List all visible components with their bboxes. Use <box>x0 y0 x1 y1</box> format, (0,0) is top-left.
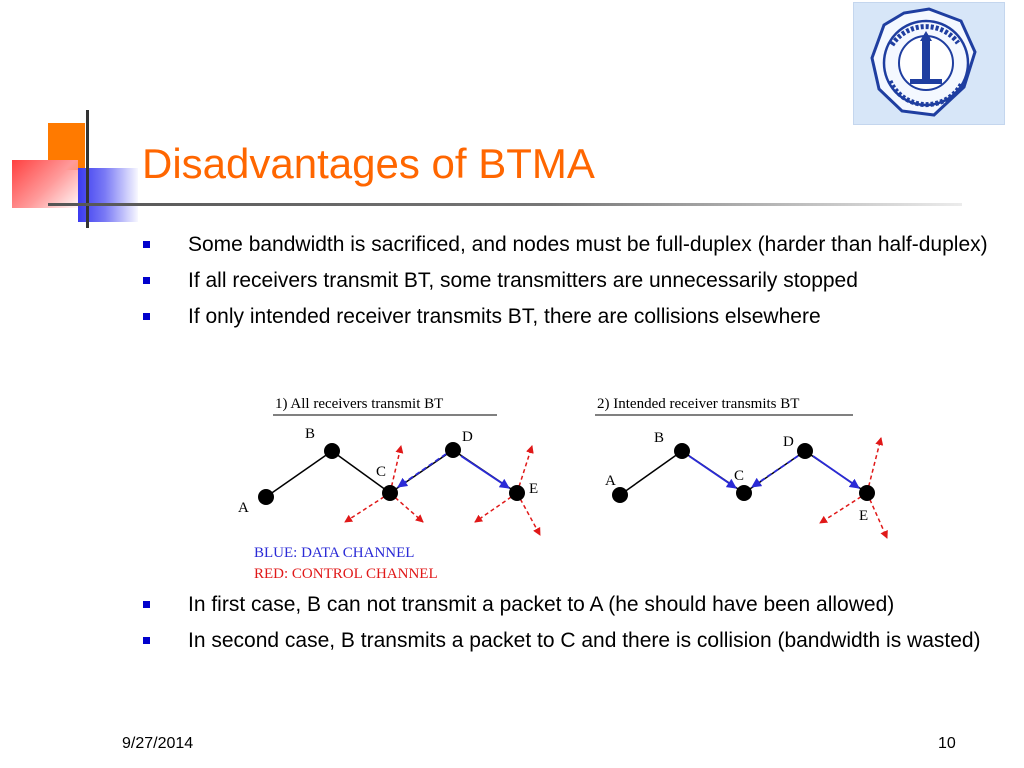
bullet-item: In first case, B can not transmit a pack… <box>143 592 988 618</box>
decor-red-gradient-square <box>12 160 78 208</box>
node-label-e: E <box>529 481 538 497</box>
control-arrow <box>474 492 518 523</box>
data-arrow-d-to-e <box>460 455 510 489</box>
page-number: 10 <box>938 735 956 752</box>
control-arrow <box>866 437 884 494</box>
node-d <box>797 443 813 459</box>
node-label-c: C <box>734 468 744 484</box>
node-label-c: C <box>376 464 386 480</box>
node-label-d: D <box>462 429 473 445</box>
bullet-list-bottom: In first case, B can not transmit a pack… <box>143 592 988 664</box>
bullet-marker <box>143 313 150 320</box>
bullet-text: In second case, B transmits a packet to … <box>188 629 981 652</box>
node-label-a: A <box>605 473 616 489</box>
decor-vertical-line <box>86 110 89 228</box>
node-label-b: B <box>305 426 315 442</box>
slide-title: Disadvantages of BTMA <box>142 140 595 187</box>
bullet-item: If all receivers transmit BT, some trans… <box>143 268 988 294</box>
node-c <box>736 485 752 501</box>
bullet-item: In second case, B transmits a packet to … <box>143 628 988 654</box>
bullet-text: If only intended receiver transmits BT, … <box>188 305 821 328</box>
node-label-a: A <box>238 500 249 516</box>
bullet-text: In first case, B can not transmit a pack… <box>188 593 895 616</box>
control-arrow <box>866 492 888 539</box>
node-e <box>509 485 525 501</box>
bullet-text: Some bandwidth is sacrificed, and nodes … <box>188 233 988 256</box>
data-arrow-d-to-e <box>812 455 860 489</box>
legend-blue: BLUE: DATA CHANNEL <box>254 545 414 561</box>
bullet-item: Some bandwidth is sacrificed, and nodes … <box>143 232 988 258</box>
data-arrow-b-to-c <box>688 455 737 489</box>
caption-panel-1: 1) All receivers transmit BT <box>275 396 443 412</box>
control-arrow <box>516 445 534 494</box>
bullet-marker <box>143 637 150 644</box>
bullet-item: If only intended receiver transmits BT, … <box>143 304 988 330</box>
btma-diagram: 1) All receivers transmit BT A B C D E B… <box>225 390 890 586</box>
node-e <box>859 485 875 501</box>
bullet-text: If all receivers transmit BT, some trans… <box>188 269 858 292</box>
node-a <box>612 487 628 503</box>
data-arrow-d-to-c <box>397 453 447 488</box>
legend-red: RED: CONTROL CHANNEL <box>254 566 438 582</box>
caption-panel-2: 2) Intended receiver transmits BT <box>597 396 799 412</box>
bullet-marker <box>143 241 150 248</box>
node-label-d: D <box>783 434 794 450</box>
control-arrow <box>389 445 404 494</box>
node-c <box>382 485 398 501</box>
control-arrow <box>819 492 868 524</box>
node-label-e: E <box>859 508 868 524</box>
node-b <box>324 443 340 459</box>
bullet-marker <box>143 601 150 608</box>
node-d <box>445 442 461 458</box>
title-underline <box>48 203 962 206</box>
node-b <box>674 443 690 459</box>
data-arrow-d-to-c <box>751 455 799 488</box>
bullet-marker <box>143 277 150 284</box>
university-seal-icon <box>870 7 977 117</box>
footer-date: 9/27/2014 <box>122 735 194 752</box>
node-label-b: B <box>654 430 664 446</box>
bullet-list-top: Some bandwidth is sacrificed, and nodes … <box>143 232 988 340</box>
control-arrow <box>344 492 391 523</box>
university-logo <box>853 2 1005 125</box>
node-a <box>258 489 274 505</box>
